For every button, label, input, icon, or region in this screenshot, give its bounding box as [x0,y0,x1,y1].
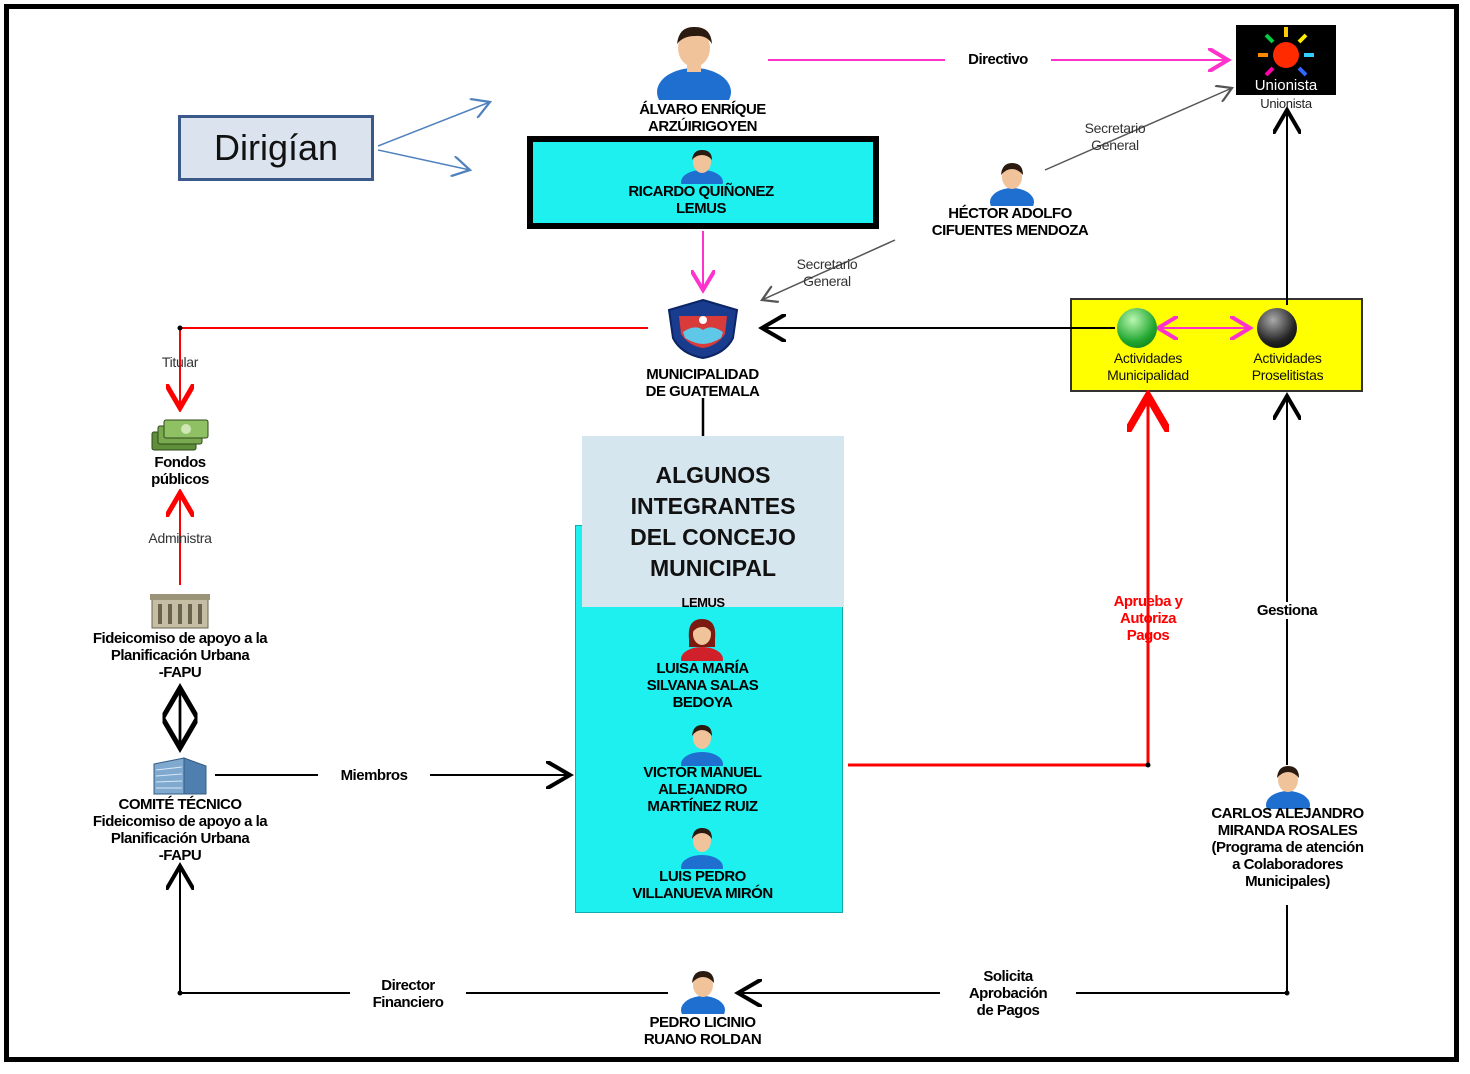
edge-titular: Titular [161,354,199,370]
activities-box [1070,298,1363,392]
person-icon-victor [681,725,723,766]
name-ricardo: RICARDO QUIÑONEZ LEMUS [628,183,774,217]
fondos-label: Fondos públicos [151,454,209,488]
municipalidad-shield-icon [667,298,739,360]
act-municipal-label: Actividades Municipalidad [1107,350,1189,383]
name-pedro: PEDRO LICINIO RUANO ROLDAN [643,1014,762,1048]
municipalidad-label: MUNICIPALIDAD DE GUATEMALA [645,366,760,400]
concejo-title: ALGUNOS INTEGRANTES DEL CONCEJO MUNICIPA… [582,436,844,607]
comite-label: COMITÉ TÉCNICO Fideicomiso de apoyo a la… [92,796,268,864]
edge-solicita: Solicita Aprobación de Pagos [940,968,1076,1019]
name-luisa: LUISA MARÍA SILVANA SALAS BEDOYA [646,660,759,711]
edge-gestiona: Gestiona [1232,602,1342,619]
edge-directivo: Directivo [945,51,1051,68]
office-building-icon [153,757,207,795]
person-icon-pedro [681,971,725,1014]
unionista-caption: Unionista [1260,96,1312,111]
name-hector: HÉCTOR ADOLFO CIFUENTES MENDOZA [931,205,1089,239]
hector-unionista-arrow [1044,88,1232,171]
person-icon-alvaro [657,26,731,100]
bank-building-icon [150,594,210,629]
edge-administra: Administra [148,530,212,546]
edge-secretario-2: Secretario General [796,256,858,289]
money-icon [151,419,209,451]
person-icon-luisa [681,619,723,661]
green-orb-icon [1117,308,1157,348]
dirigian-label: Dirigían [178,115,374,181]
dirigian-arrow-2 [377,149,470,170]
person-icon-carlos [1266,766,1310,809]
black-orb-icon [1257,308,1297,348]
titular-arrow [180,327,648,408]
edge-secretario-1: Secretario General [1084,120,1146,153]
edge-director: Director Financiero [350,977,466,1011]
name-victor: VICTOR MANUEL ALEJANDRO MARTÍNEZ RUIZ [643,764,762,815]
edge-miembros: Miembros [318,767,430,784]
dirigian-arrow-1 [377,102,490,147]
person-icon-hector [990,163,1034,206]
person-icon-ricardo [681,150,723,184]
unionista-logo-word: Unionista [1254,77,1318,94]
name-carlos: CARLOS ALEJANDRO MIRANDA ROSALES (Progra… [1211,805,1364,890]
sun-icon [1258,27,1314,77]
hector-muni-arrow [762,239,896,300]
aprueba-arrow [848,396,1148,767]
name-luis: LUIS PEDRO VILLANUEVA MIRÓN [632,868,773,902]
edge-aprueba: Aprueba y Autoriza Pagos [1113,593,1183,644]
unionista-logo [1236,25,1336,95]
diagram-frame [4,4,1459,1062]
act-proselitistas-label: Actividades Proselitistas [1251,350,1324,383]
concejo-title-text: ALGUNOS INTEGRANTES DEL CONCEJO MUNICIPA… [630,461,796,581]
person-icon-luis [681,828,723,869]
name-alvaro: ÁLVARO ENRÍQUE ARZÚIRIGOYEN [639,101,766,135]
hidden-partial-name: LEMUS [681,597,726,609]
fideicomiso-label: Fideicomiso de apoyo a la Planificación … [92,630,268,681]
